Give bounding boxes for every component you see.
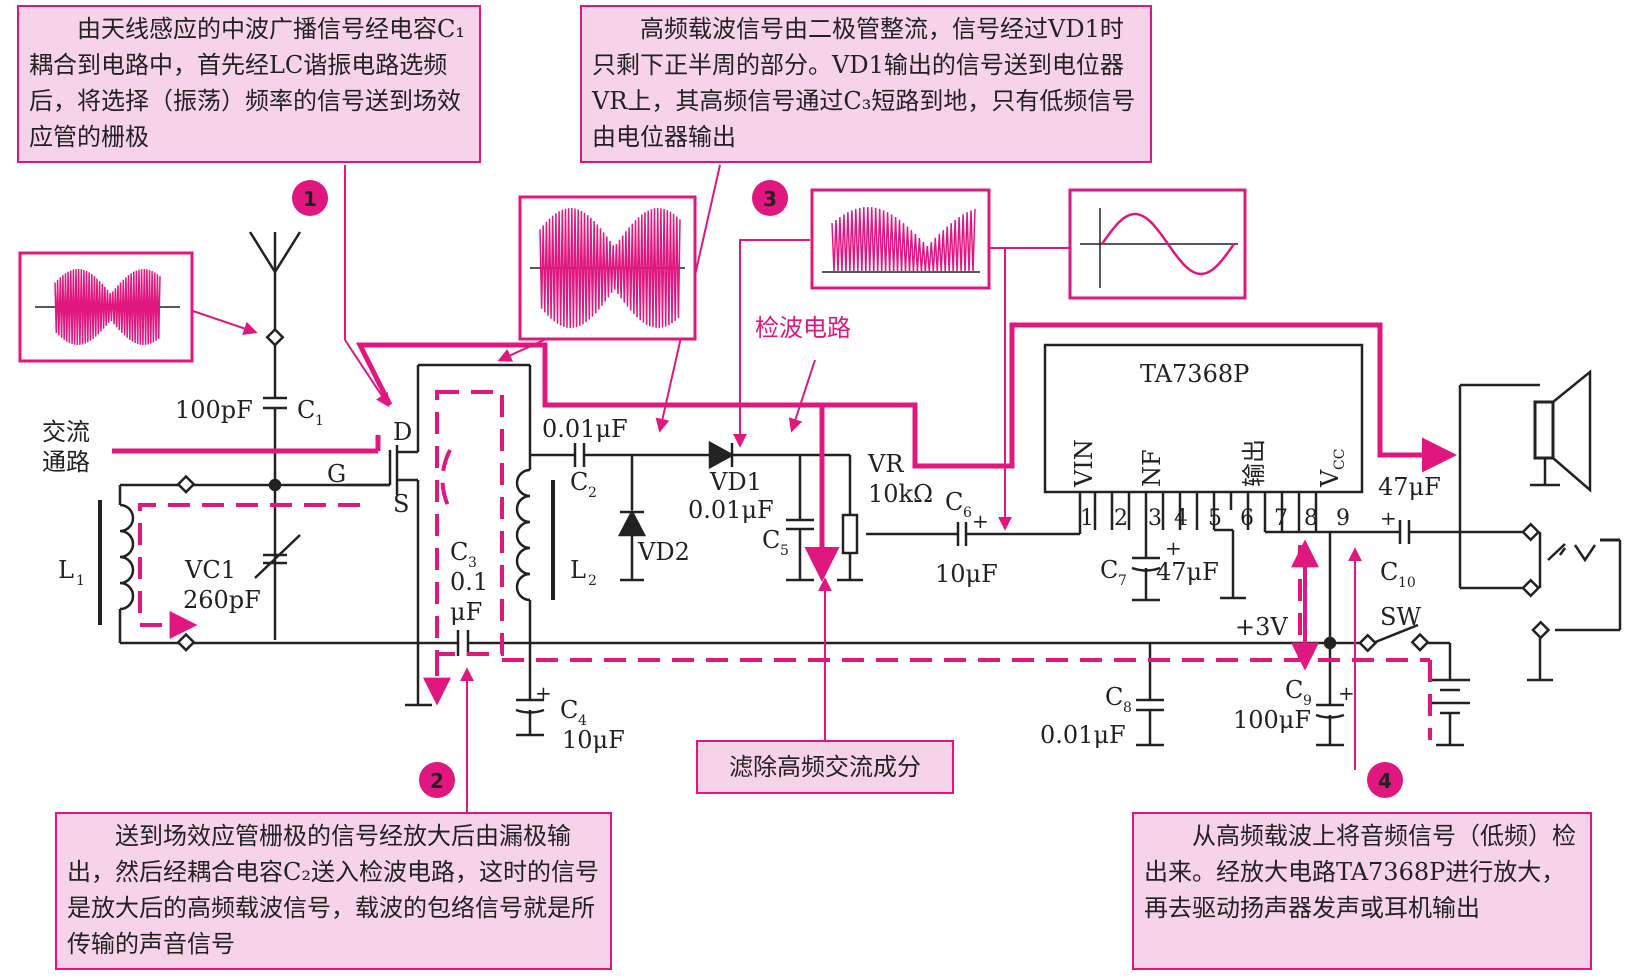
- wiring: [98, 231, 1622, 747]
- c4-value: 10μF: [562, 726, 625, 754]
- c3-value-1: 0.1: [450, 568, 488, 596]
- c8-sub: 8: [1123, 700, 1132, 716]
- vr-label: VR: [867, 450, 904, 478]
- badge-1-label: 1: [303, 187, 317, 211]
- vd1-value: 0.01μF: [688, 496, 774, 524]
- note-2: 高频载波信号由二极管整流，信号经过VD1时只剩下正半周的部分。VD1输出的信号送…: [580, 5, 1152, 163]
- badge-3: 3: [752, 180, 788, 216]
- ac-path-label-2: 通路: [42, 448, 90, 476]
- c3-label: C: [450, 538, 468, 566]
- mosfet-s: S: [393, 490, 409, 518]
- vc1-label: VC1: [184, 556, 236, 584]
- c7-sub: 7: [1118, 573, 1127, 589]
- l2-sub: 2: [588, 573, 597, 589]
- pin-vcc-sub: CC: [1332, 449, 1348, 470]
- pin-out-label: 输出: [1240, 439, 1268, 487]
- terminals: [176, 327, 1551, 653]
- c1-value: 100pF: [175, 396, 253, 424]
- c4-sub: 4: [578, 713, 587, 729]
- c4-label: C: [560, 696, 578, 724]
- dashed-paths: [138, 390, 1432, 740]
- pin-5: 5: [1208, 506, 1222, 531]
- pin-4: 4: [1174, 506, 1188, 531]
- c9-plus: +: [1338, 681, 1355, 705]
- waveform-inset-3: [810, 188, 991, 290]
- filter-note: 滤除高频交流成分: [696, 740, 954, 794]
- pin-3: 3: [1148, 506, 1162, 531]
- badge-2-label: 2: [430, 769, 444, 793]
- c1-label: C: [297, 396, 315, 424]
- pink-arrows: [189, 164, 1362, 815]
- pin-nf-label: NF: [1138, 449, 1166, 487]
- vd2-label: VD2: [637, 538, 690, 566]
- c6-plus: +: [972, 509, 989, 533]
- c2-sub: 2: [588, 485, 597, 501]
- c8-label: C: [1105, 683, 1123, 711]
- c3-value-2: μF: [450, 598, 482, 626]
- ac-path-label-1: 交流: [42, 418, 90, 446]
- c4-plus: +: [535, 681, 552, 705]
- c2-value: 0.01μF: [542, 415, 628, 443]
- vr-value: 10kΩ: [868, 480, 933, 508]
- c10-plus: +: [1380, 506, 1397, 530]
- c9-value: 100μF: [1233, 706, 1311, 734]
- pin-vcc-label: V: [1316, 469, 1344, 488]
- note-1: 由天线感应的中波广播信号经电容C₁耦合到电路中，首先经LC谐振电路选频后，将选择…: [17, 5, 481, 163]
- note-3: 送到场效应管栅极的信号经放大后由漏极输出，然后经耦合电容C₂送入检波电路，这时的…: [55, 812, 612, 970]
- c6-label: C: [945, 488, 963, 516]
- pin-7: 7: [1274, 506, 1288, 531]
- badge-2: 2: [419, 762, 455, 798]
- detect-label: 检波电路: [755, 314, 851, 342]
- signal-paths: [112, 322, 1457, 582]
- pin-8: 8: [1304, 506, 1318, 531]
- l1-label: L: [58, 556, 74, 584]
- c1-sub: 1: [315, 413, 324, 429]
- c5-sub: 5: [780, 543, 789, 559]
- l1-sub: 1: [76, 573, 85, 589]
- pin-1: 1: [1080, 506, 1094, 531]
- c10-sub: 10: [1398, 575, 1416, 591]
- pin-9: 9: [1336, 506, 1350, 531]
- waveform-inset-4: [1068, 188, 1247, 300]
- c7-plus: +: [1165, 536, 1182, 560]
- pin-6: 6: [1240, 506, 1254, 531]
- c2-label: C: [570, 468, 588, 496]
- c5-label: C: [762, 526, 780, 554]
- waveform-inset-1: [18, 251, 194, 363]
- vd1-label: VD1: [709, 468, 762, 496]
- c9-label: C: [1285, 676, 1303, 704]
- c6-sub: 6: [963, 505, 972, 521]
- badge-3-label: 3: [763, 187, 777, 211]
- c9-sub: 9: [1303, 693, 1312, 709]
- badge-1: 1: [292, 180, 328, 216]
- c6-value: 10μF: [935, 560, 998, 588]
- c8-value: 0.01μF: [1040, 721, 1126, 749]
- pin-vin-label: VIN: [1070, 439, 1098, 488]
- c7-label: C: [1100, 556, 1118, 584]
- switch-label: SW: [1380, 603, 1421, 631]
- c7-value: 47μF: [1156, 558, 1219, 586]
- mosfet-g: G: [327, 460, 346, 488]
- c10-label: C: [1380, 558, 1398, 586]
- note-4: 从高频载波上将音频信号（低频）检出来。经放大电路TA7368P进行放大，再去驱动…: [1132, 812, 1592, 970]
- vc1-value: 260pF: [183, 586, 261, 614]
- pin-2: 2: [1114, 506, 1128, 531]
- mosfet-d: D: [393, 418, 412, 446]
- l2-label: L: [570, 556, 586, 584]
- badge-4-label: 4: [1378, 769, 1392, 793]
- ic-label: TA7368P: [1140, 360, 1249, 388]
- badge-4: 4: [1367, 762, 1403, 798]
- waveform-inset-2: [518, 195, 697, 341]
- supply-label: +3V: [1235, 613, 1288, 641]
- c3-sub: 3: [468, 555, 477, 571]
- c10-value: 47μF: [1378, 473, 1441, 501]
